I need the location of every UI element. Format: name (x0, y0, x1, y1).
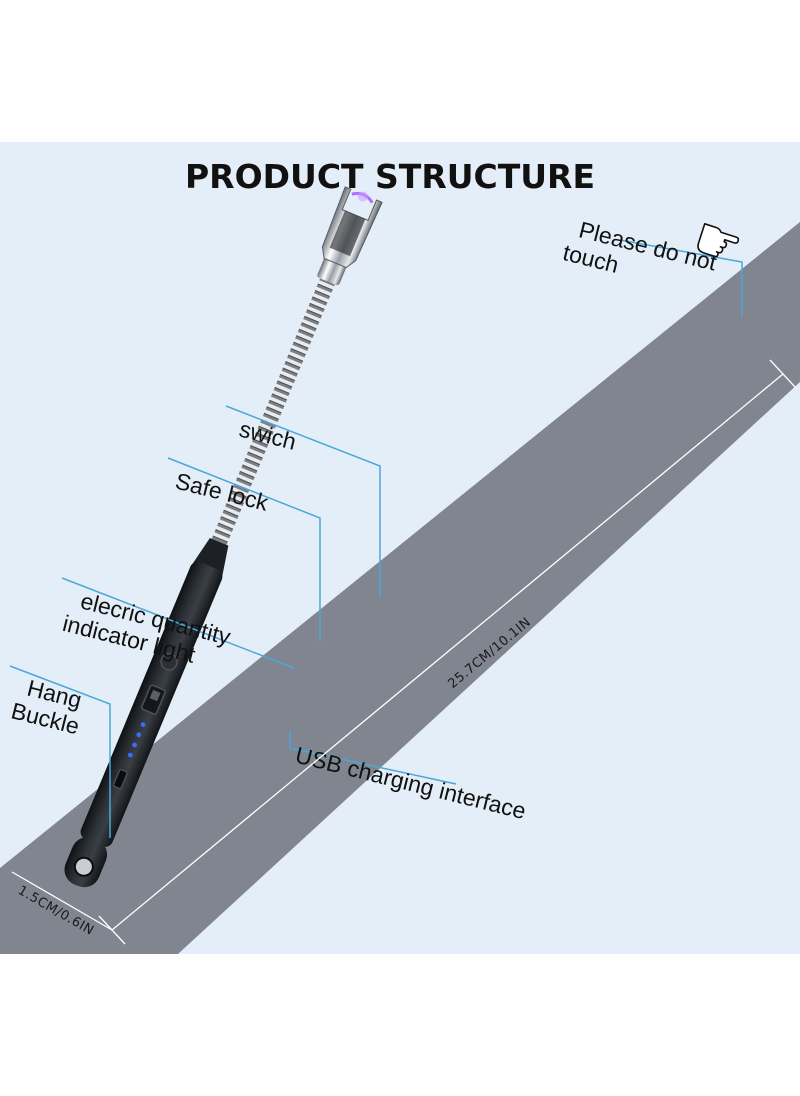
indicator-light-icon (132, 742, 137, 748)
spring-neck (209, 276, 336, 551)
length-dimension-tick-top (769, 359, 797, 389)
diameter-dimension-line (11, 871, 113, 931)
hang-hole (73, 856, 94, 877)
callout-lines (9, 239, 743, 838)
indicator-light-icon (140, 722, 146, 727)
callout-line-usb (289, 732, 457, 785)
switch-button (160, 653, 178, 671)
indicator-light-icon (136, 732, 142, 738)
indicator-light-icon (127, 752, 133, 758)
dimension-markers (11, 359, 797, 945)
callout-line-warning (619, 239, 743, 316)
page-title: PRODUCT STRUCTURE (185, 157, 595, 196)
callout-line-safe-lock (167, 457, 321, 642)
callout-line-indicator (61, 577, 295, 669)
callout-line-switch (225, 405, 381, 598)
plasma-glow-icon (357, 191, 368, 202)
length-dimension-line (111, 373, 784, 931)
pointing-hand-icon (697, 223, 740, 258)
lighter (64, 186, 383, 888)
usb-port (113, 769, 128, 789)
diagonal-stripe (0, 222, 800, 954)
callout-line-hang (9, 665, 111, 838)
tip-slot (329, 210, 366, 257)
safe-lock-knob (149, 689, 161, 702)
